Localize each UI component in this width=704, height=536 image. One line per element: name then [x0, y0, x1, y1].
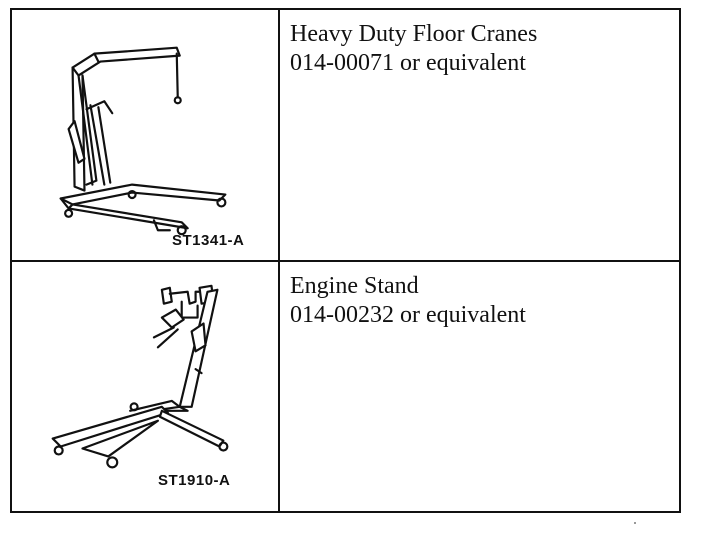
- scan-artifact: [634, 522, 636, 524]
- figure-code: ST1341-A: [172, 232, 245, 249]
- illustration-cell: ST1910-A: [10, 260, 280, 513]
- part-number: 014-00071 or equivalent: [290, 50, 526, 76]
- part-number: 014-00232 or equivalent: [290, 302, 526, 328]
- tool-name: Heavy Duty Floor Cranes: [290, 21, 538, 47]
- description-cell: Heavy Duty Floor Cranes 014-00071 or equ…: [278, 8, 681, 262]
- tool-name: Engine Stand: [290, 273, 419, 299]
- table-row: ST1341-A Heavy Duty Floor Cranes 014-000…: [10, 8, 681, 262]
- figure-code: ST1910-A: [158, 472, 231, 489]
- description-cell: Engine Stand 014-00232 or equivalent: [278, 260, 681, 513]
- floor-crane-icon: [59, 46, 227, 236]
- illustration-cell: ST1341-A: [10, 8, 280, 262]
- special-tools-table: ST1341-A Heavy Duty Floor Cranes 014-000…: [10, 8, 681, 513]
- table-row: ST1910-A Engine Stand 014-00232 or equiv…: [10, 260, 681, 513]
- engine-stand-icon: [51, 284, 229, 469]
